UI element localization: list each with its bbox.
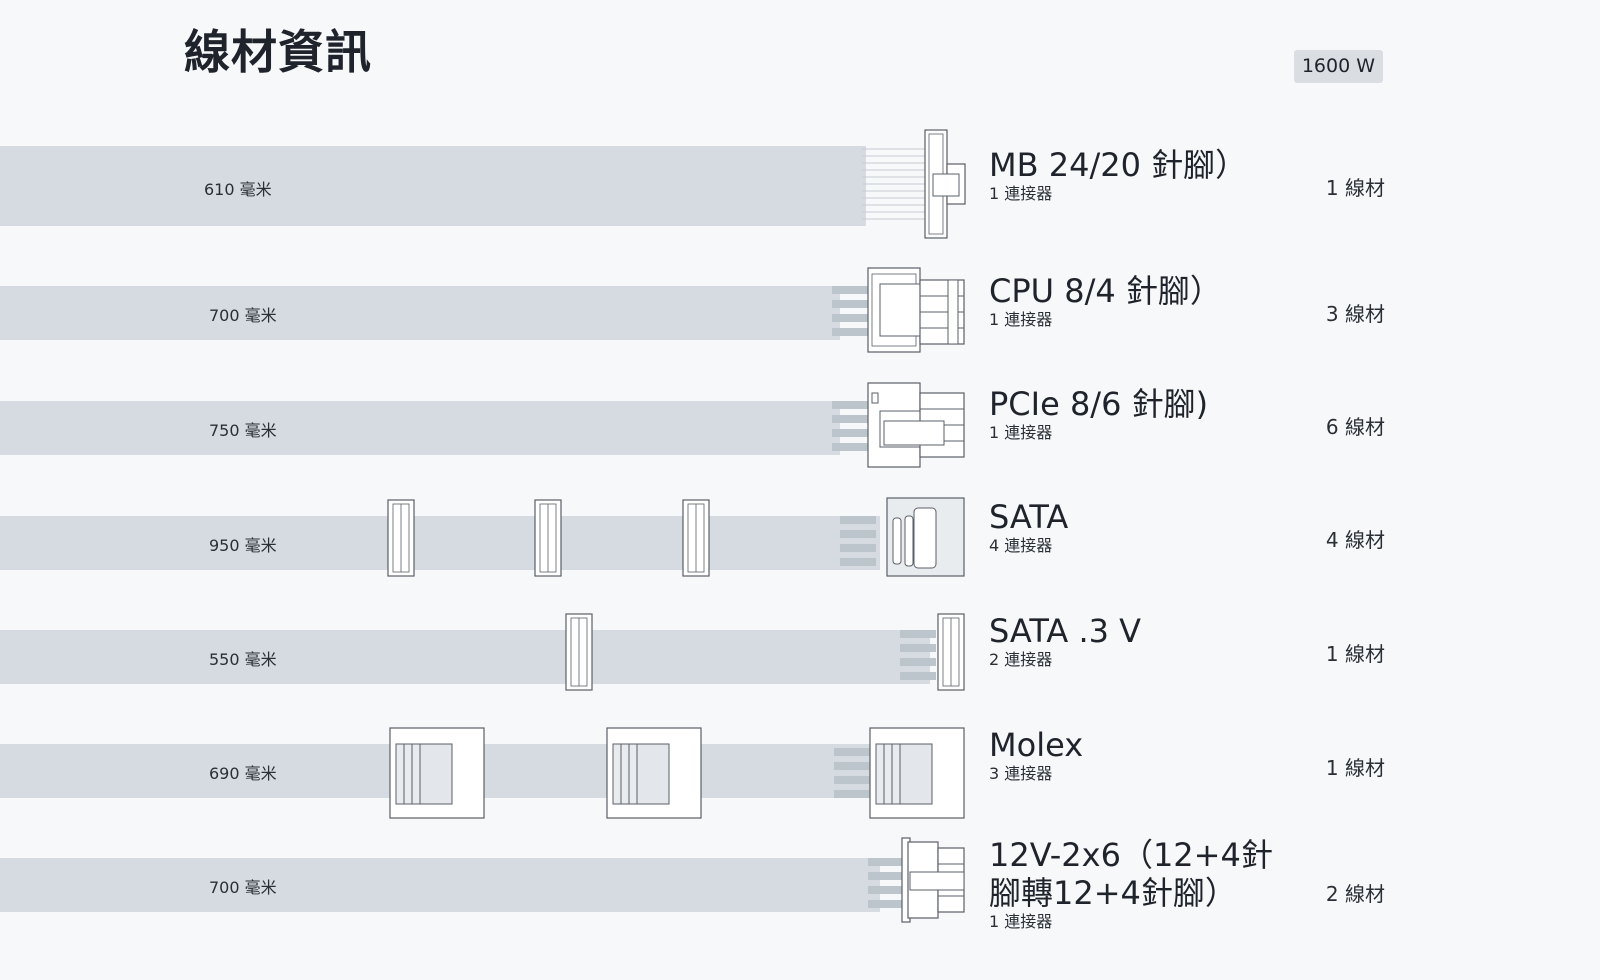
cable-quantity: 1 線材 [1325, 642, 1385, 666]
cable-band [0, 630, 930, 684]
cable-name: 12V-2x6（12+4針腳轉12+4針腳） [989, 836, 1273, 912]
cable-info: SATA 4 連接器 [989, 498, 1068, 556]
cable-name: SATA [989, 498, 1069, 536]
cable-length: 700 毫米 [209, 878, 277, 897]
cable-row-molex: 690 毫米 Molex 3 連接器 1 線材 [0, 716, 1600, 819]
connector-count: 1 連接器 [989, 912, 1053, 931]
connector-count: 2 連接器 [989, 650, 1053, 669]
cable-length: 700 毫米 [209, 306, 277, 325]
cable-info: PCIe 8/6 針腳) 1 連接器 [989, 385, 1208, 443]
cable-row-cpu: 700 毫米 CPU 8/4 針腳） 1 連接器 3 線材 [0, 262, 1600, 356]
cable-row-sata: 950 毫米 SATA 4 連接器 4 線材 [0, 488, 1600, 582]
cable-name: PCIe 8/6 針腳) [989, 385, 1209, 423]
cable-band [0, 286, 840, 340]
page-title: 線材資訊 [184, 25, 372, 79]
cable-band [0, 401, 840, 455]
cable-row-pcie: 750 毫米 PCIe 8/6 針腳) 1 連接器 6 線材 [0, 375, 1600, 469]
connector-count: 4 連接器 [989, 536, 1053, 555]
sata-inline-connector [682, 499, 710, 577]
sata-inline-connector [534, 499, 562, 577]
molex-inline-connector [389, 727, 485, 819]
eps-8pin-connector-icon [832, 267, 965, 353]
cable-quantity: 6 線材 [1325, 415, 1385, 439]
wattage-badge: 1600 W [1293, 50, 1383, 83]
cable-quantity: 1 線材 [1325, 176, 1385, 200]
cable-info: SATA .3 V 2 連接器 [989, 612, 1141, 670]
cable-length: 690 毫米 [209, 764, 277, 783]
cable-band [0, 516, 880, 570]
sata-inline-connector [387, 499, 415, 577]
cable-name: MB 24/20 針腳） [989, 146, 1248, 184]
cable-length: 750 毫米 [209, 421, 277, 440]
connector-count: 1 連接器 [989, 423, 1053, 442]
cable-quantity: 1 線材 [1325, 756, 1385, 780]
cable-info: CPU 8/4 針腳） 1 連接器 [989, 272, 1222, 330]
cable-quantity: 4 線材 [1325, 528, 1385, 552]
cable-quantity: 3 線材 [1325, 302, 1385, 326]
molex-inline-connector [606, 727, 702, 819]
cable-row-12v-2x6: 700 毫米 12V-2x6（12+4針腳轉12+4針腳） 1 連接器 2 線材 [0, 830, 1600, 970]
cable-row-mb: 610 毫米 MB 24/20 針腳） 1 連接器 1 線材 [0, 128, 1600, 240]
cable-info: MB 24/20 針腳） 1 連接器 [989, 146, 1247, 204]
cable-band [0, 858, 880, 912]
connector-count: 1 連接器 [989, 184, 1053, 203]
cable-band [0, 146, 866, 226]
12v-2x6-connector-icon [868, 837, 965, 923]
pcie-8pin-connector-icon [832, 382, 965, 468]
cable-length: 950 毫米 [209, 536, 277, 555]
connector-count: 3 連接器 [989, 764, 1053, 783]
cable-name: Molex [989, 726, 1084, 764]
cable-row-sata-3v: 550 毫米 SATA .3 V 2 連接器 1 線材 [0, 602, 1600, 696]
cable-info: 12V-2x6（12+4針腳轉12+4針腳） 1 連接器 [989, 836, 1279, 932]
cable-length: 550 毫米 [209, 650, 277, 669]
sata-3v-connector-icon [565, 613, 965, 691]
connector-count: 1 連接器 [989, 310, 1053, 329]
cable-quantity: 2 線材 [1325, 882, 1385, 906]
cable-info: Molex 3 連接器 [989, 726, 1083, 784]
sata-inline-connector [565, 613, 593, 691]
cable-name: CPU 8/4 針腳） [989, 272, 1222, 310]
molex-connector-icon [389, 727, 965, 819]
sata-connector-icon [387, 497, 965, 577]
atx-24pin-connector-icon [862, 129, 966, 239]
cable-length: 610 毫米 [204, 180, 272, 199]
cable-name: SATA .3 V [989, 612, 1142, 650]
